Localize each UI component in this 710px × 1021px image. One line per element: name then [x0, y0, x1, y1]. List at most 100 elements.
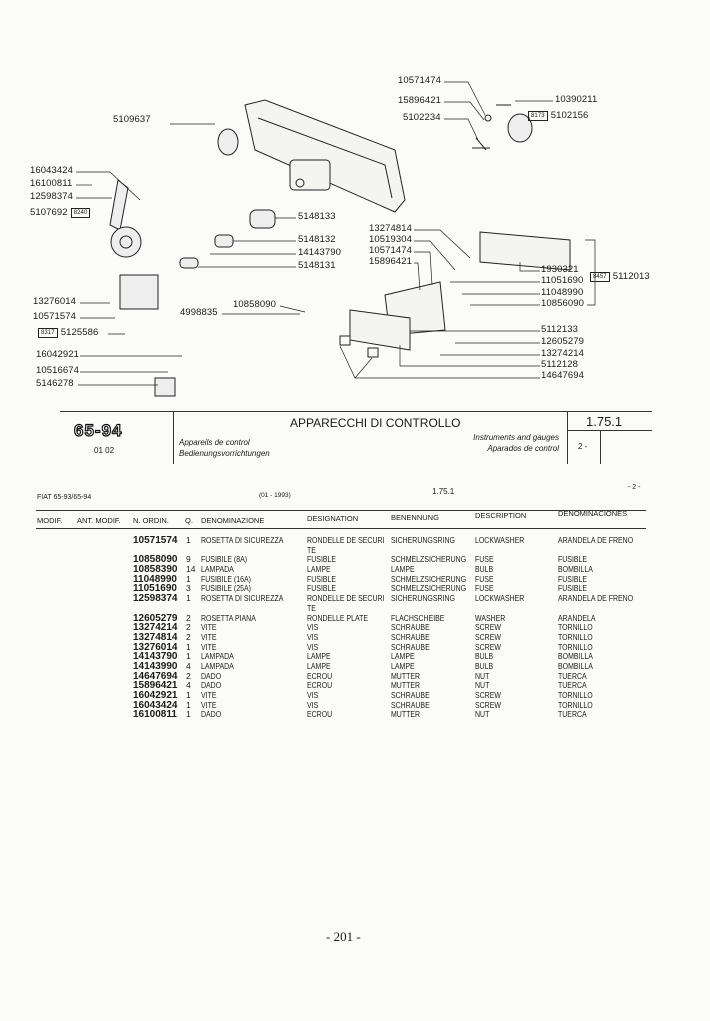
- part-callout: 10519304: [369, 235, 412, 245]
- callout-number: 12605279: [541, 336, 585, 347]
- cell-de: SICHERUNGSRING: [391, 593, 455, 604]
- cell-q: 1: [186, 535, 191, 545]
- cell-it: FUSIBILE (25A): [201, 583, 251, 594]
- cell-en: NUT: [475, 709, 490, 720]
- cell-fr: ECROU: [307, 670, 333, 681]
- callout-number: 10858090: [233, 299, 277, 310]
- cell-en: FUSE: [475, 554, 494, 565]
- reference-box: 8457: [590, 272, 610, 282]
- cell-es: ARANDELA DE FRENO: [558, 535, 634, 545]
- cell-it: FUSIBILE (16A): [201, 573, 251, 584]
- callout-number: 5102234: [403, 112, 441, 123]
- part-callout: 12598374: [30, 192, 73, 202]
- cell-es: TUERCA: [558, 670, 587, 681]
- cell-n: 14143790: [133, 651, 178, 663]
- part-callout: 16100811: [30, 179, 72, 189]
- cell-n: 16042921: [133, 690, 178, 702]
- cell-de: MUTTER: [391, 670, 421, 681]
- cell-es: ARANDELA: [558, 612, 596, 623]
- part-callout: 13276014: [33, 297, 76, 307]
- part-callout: 11051690: [541, 276, 583, 286]
- cell-q: 4: [186, 660, 191, 671]
- cell-q: 1: [186, 690, 191, 701]
- cell-en: SCREW: [475, 699, 501, 710]
- callout-number: 5107692: [30, 207, 68, 218]
- cell-it: VITE: [201, 631, 217, 642]
- cell-es: TORNILLO: [558, 631, 593, 642]
- cell-fr: LAMPE: [307, 660, 331, 671]
- cell-fr: VIS: [307, 622, 319, 633]
- cell-de: SCHRAUBE: [391, 631, 430, 642]
- cell-es: TORNILLO: [558, 622, 593, 633]
- callout-number: 1930321: [541, 264, 579, 275]
- cell-de: SICHERUNGSRING: [391, 535, 455, 545]
- part-callout: 10516674: [36, 366, 79, 376]
- callout-number: 5102156: [550, 110, 589, 121]
- part-callout: 5148133: [298, 212, 336, 222]
- cell-q: 1: [186, 593, 191, 604]
- col-benennung: BENENNUNG: [391, 513, 439, 522]
- cell-q: 1: [186, 651, 191, 662]
- cell-q: 3: [186, 583, 191, 594]
- part-callout: 5112128: [541, 360, 578, 370]
- cell-en: LOCKWASHER: [475, 535, 525, 545]
- cell-q: 1: [186, 641, 191, 652]
- cell-it: ROSETTA DI SICUREZZA: [201, 535, 284, 545]
- col-description: DESCRIPTION: [475, 511, 527, 520]
- cell-fr: FUSIBLE: [307, 583, 337, 594]
- callout-number: 13274214: [541, 348, 585, 359]
- cell-it: ROSETTA PIANA: [201, 612, 256, 623]
- cell-n: 16100811: [133, 709, 177, 721]
- title-de: Bedienungsvorrichtungen: [179, 449, 270, 458]
- cell-es: TORNILLO: [558, 641, 593, 652]
- part-callout: 5112133: [541, 325, 578, 335]
- callout-number: 13274814: [369, 223, 413, 234]
- cell-es: TUERCA: [558, 680, 587, 691]
- callout-number: 10571474: [369, 245, 413, 256]
- callout-number: 11051690: [541, 275, 584, 286]
- callout-number: 15896421: [369, 256, 413, 267]
- callout-number: 10516674: [36, 365, 80, 376]
- part-callout: 11048990: [541, 288, 583, 298]
- cell-es: FUSIBLE: [558, 554, 588, 565]
- cell-en: SCREW: [475, 641, 501, 652]
- cell-es: ARANDELA DE FRENO: [558, 593, 634, 604]
- cell-n: 13274814: [133, 631, 178, 643]
- cell-es: TUERCA: [558, 709, 587, 720]
- cell-n: 12605279: [133, 612, 178, 624]
- cell-fr: FUSIBLE: [307, 573, 337, 584]
- model-badge: 65-94: [73, 420, 123, 440]
- cell-it: DADO: [201, 709, 222, 720]
- page-number: - 201 -: [326, 929, 361, 944]
- callout-number: 13276014: [33, 296, 77, 307]
- cell-de: SCHRAUBE: [391, 690, 430, 701]
- cell-de: LAMPE: [391, 660, 415, 671]
- cell-en: SCREW: [475, 690, 501, 701]
- col-designation: DESIGNATION: [307, 514, 359, 523]
- cell-es: BOMBILLA: [558, 660, 593, 671]
- cell-es: BOMBILLA: [558, 564, 593, 575]
- list-section: 1.75.1: [432, 487, 455, 496]
- cell-q: 2: [186, 631, 191, 642]
- cell-fr: RONDELLE PLATE: [307, 612, 369, 623]
- list-date: (01 - 1993): [259, 492, 291, 499]
- cell-de: SCHMELZSICHERUNG: [391, 583, 467, 594]
- cell-de: LAMPE: [391, 564, 415, 575]
- cell-it: FUSIBILE (8A): [201, 554, 248, 565]
- callout-number: 16100811: [30, 178, 73, 189]
- part-callout: 16043424: [30, 166, 73, 176]
- cell-q: 2: [186, 622, 191, 633]
- callout-number: 4998835: [180, 307, 218, 318]
- list-sheet: - 2 -: [628, 484, 641, 491]
